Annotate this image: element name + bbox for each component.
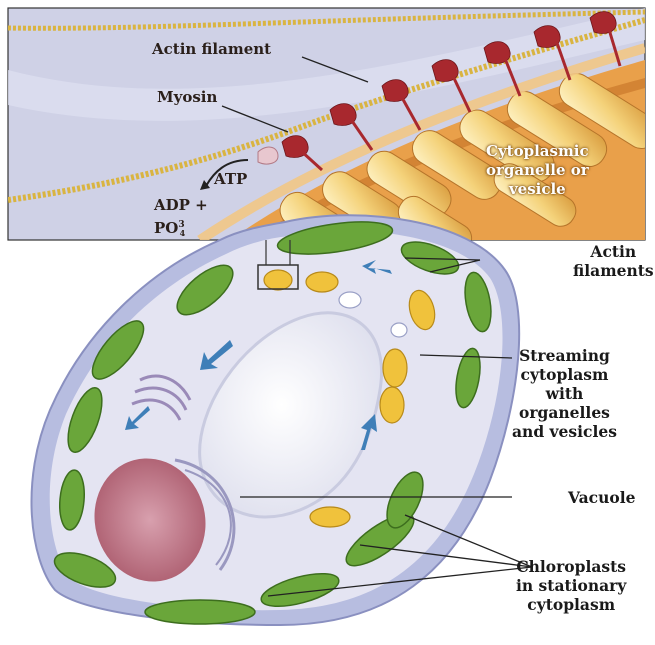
plant-cell [31,215,519,625]
organelle-line-2: organelle or [486,161,589,180]
organelle-line-3: vesicle [486,180,589,199]
phosphate-subscript: 4 [180,228,186,238]
actin-filaments-line-1: Actin [573,242,654,261]
actin-filaments-label: Actin filaments [573,242,654,280]
atp-label: ATP [214,170,247,188]
streaming-line-1: Streaming [512,346,617,365]
streaming-line-2: cytoplasm [512,365,617,384]
streaming-line-4: organelles [512,403,617,422]
chloroplasts-line-3: cytoplasm [516,595,626,614]
streaming-line-5: and vesicles [512,422,617,441]
streaming-line-3: with [512,384,617,403]
adp-label: ADP + [154,196,208,214]
streaming-cytoplasm-label: Streaming cytoplasm with organelles and … [512,346,617,441]
chloroplasts-line-1: Chloroplasts [516,557,626,576]
chloroplasts-label: Chloroplasts in stationary cytoplasm [516,557,626,614]
myosin-label: Myosin [157,88,217,106]
chloroplasts-line-2: in stationary [516,576,626,595]
actin-filaments-line-2: filaments [573,261,654,280]
organelle-line-1: Cytoplasmic [486,142,589,161]
actin-filament-label: Actin filament [152,40,271,58]
organelle-label: Cytoplasmic organelle or vesicle [486,142,589,199]
vacuole-label: Vacuole [568,488,635,507]
phosphate-text: PO [154,219,178,237]
phosphate-label: PO34 [154,216,185,242]
